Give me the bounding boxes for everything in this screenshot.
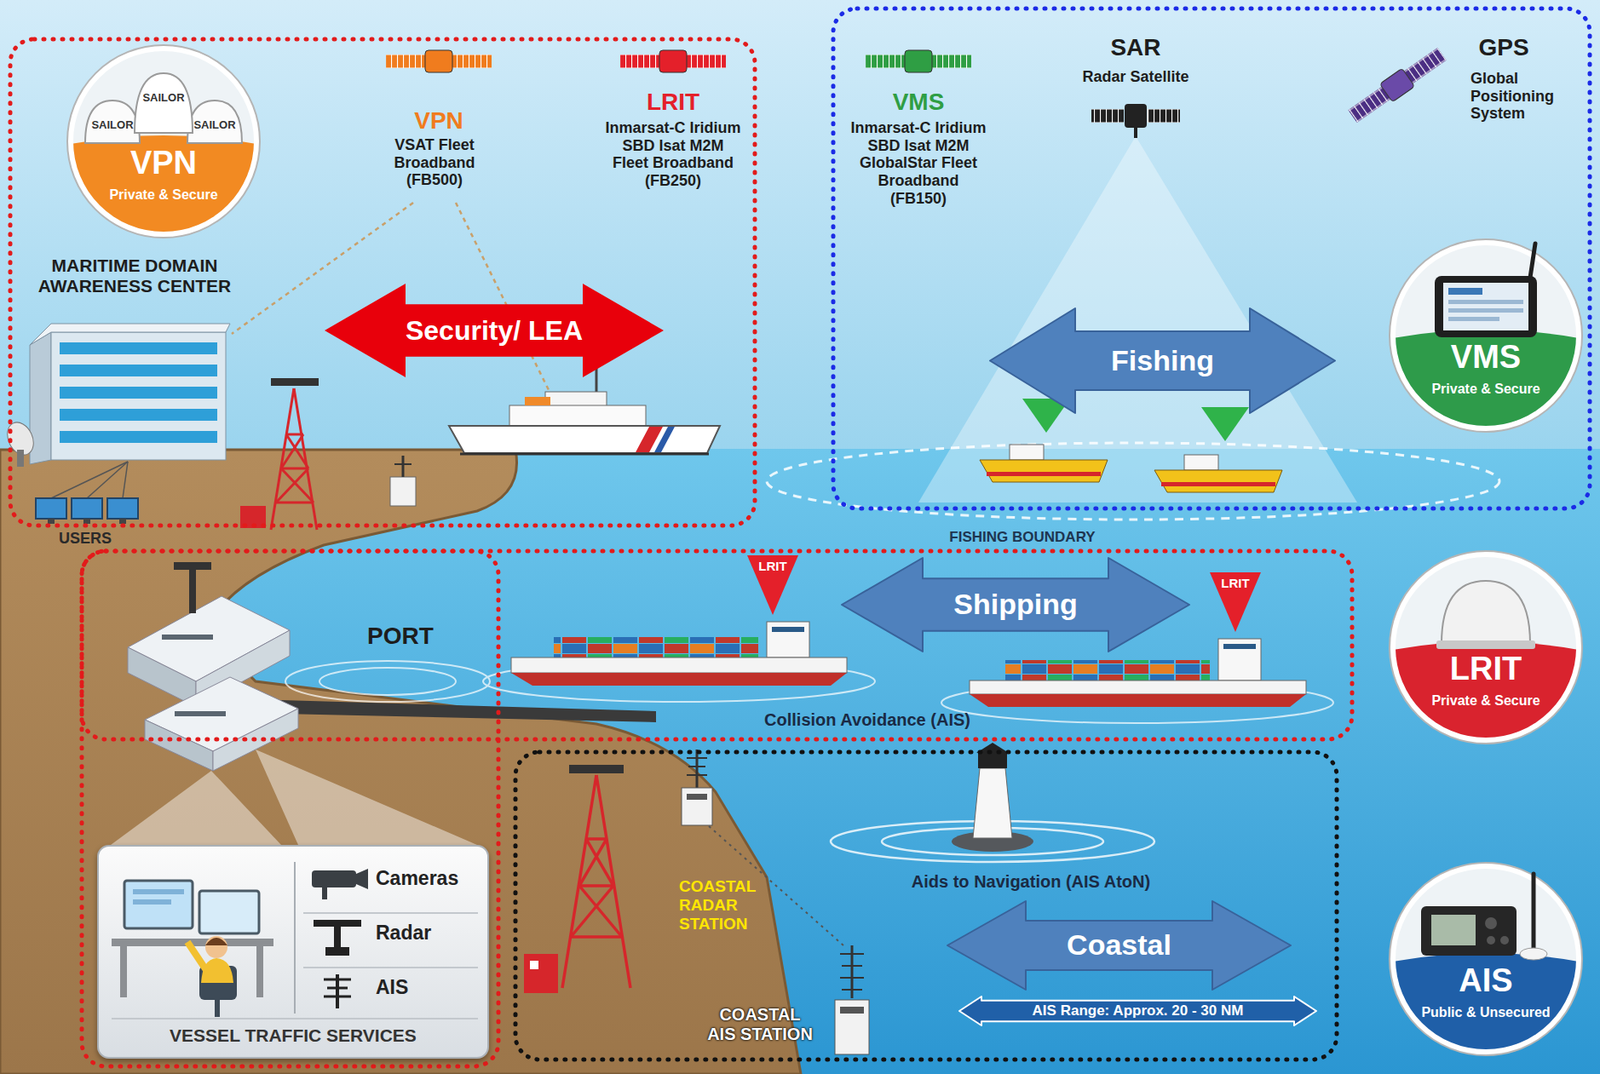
node-outline <box>1388 550 1583 745</box>
port-label: PORT <box>367 622 434 651</box>
satellite-name: VPN <box>414 107 464 135</box>
arrow-text: Security/ LEA <box>405 315 583 347</box>
satellite-caption: Radar Satellite <box>1082 68 1189 87</box>
panel-text: Radar <box>375 921 432 944</box>
node-outline <box>1388 862 1583 1057</box>
coastal-arrow: Coastal <box>947 901 1291 990</box>
badge-text: AIS <box>1458 962 1513 1001</box>
fishing-arrow: Fishing <box>989 308 1336 414</box>
arrow-text: AIS Range: Approx. 20 - 30 NM <box>1032 1002 1244 1020</box>
lrit-badge: LRIT Private & Secure <box>1388 550 1583 745</box>
badge-text: VPN <box>130 144 197 183</box>
ais-range-bar: AIS Range: Approx. 20 - 30 NM <box>959 996 1317 1026</box>
arrow-text: Fishing <box>1110 344 1215 378</box>
boundary-label: FISHING BOUNDARY <box>949 529 1095 547</box>
badge-text: Public & Unsecured <box>1421 1005 1550 1021</box>
satellite-name: GPS <box>1478 34 1529 62</box>
lrit-pin-label: LRIT <box>758 558 787 574</box>
badge-text: Private & Secure <box>109 187 218 203</box>
vts-panel: CamerasRadarAIS VESSEL TRAFFIC SERVICES <box>97 845 490 1059</box>
satellite-caption: Global Positioning System <box>1470 69 1590 123</box>
badge-text: SAILOR <box>193 119 236 133</box>
satellite-name: SAR <box>1110 34 1161 62</box>
badge-text: SAILOR <box>142 92 185 105</box>
node-outline <box>1388 238 1583 433</box>
link-types: Inmarsat-C Iridium SBD Isat M2M GlobalSt… <box>850 119 987 208</box>
badge-text: LRIT <box>1450 650 1522 689</box>
security-arrow: Security/ LEA <box>324 283 664 378</box>
ais-station-label: COASTAL AIS STATION <box>704 1005 816 1045</box>
shipping-arrow: Shipping <box>841 558 1190 652</box>
badge-text: Private & Secure <box>1431 381 1540 398</box>
link-types: VSAT Fleet Broadband (FB500) <box>364 136 506 190</box>
badge-text: Private & Secure <box>1431 693 1540 709</box>
satellite-name: LRIT <box>646 88 700 116</box>
users-label: USERS <box>58 529 112 548</box>
aton-label: Aids to Navigation (AIS AtoN) <box>911 872 1151 893</box>
node-outline <box>66 44 261 239</box>
radar-station-label: COASTAL RADAR STATION <box>679 877 777 934</box>
vms-badge: VMS Private & Secure <box>1388 238 1583 433</box>
panel-text: Cameras <box>375 867 459 890</box>
lrit-pin-label: LRIT <box>1220 575 1249 591</box>
arrow-text: Coastal <box>1066 928 1172 962</box>
badge-text: VMS <box>1450 339 1521 377</box>
badge-text: SAILOR <box>91 119 133 133</box>
arrow-text: Shipping <box>953 587 1077 622</box>
collision-label: Collision Avoidance (AIS) <box>764 710 971 731</box>
ais-badge: AIS Public & Unsecured <box>1388 862 1583 1057</box>
building-label: MARITIME DOMAIN AWARENESS CENTER <box>13 255 256 297</box>
satellite-name: VMS <box>892 88 945 116</box>
link-types: Inmarsat-C Iridium SBD Isat M2M Fleet Br… <box>604 119 742 190</box>
panel-text: VESSEL TRAFFIC SERVICES <box>98 1025 488 1047</box>
vpn-badge: SAILOR SAILOR SAILOR VPN Private & Secure <box>66 44 261 239</box>
panel-text: AIS <box>375 976 409 999</box>
